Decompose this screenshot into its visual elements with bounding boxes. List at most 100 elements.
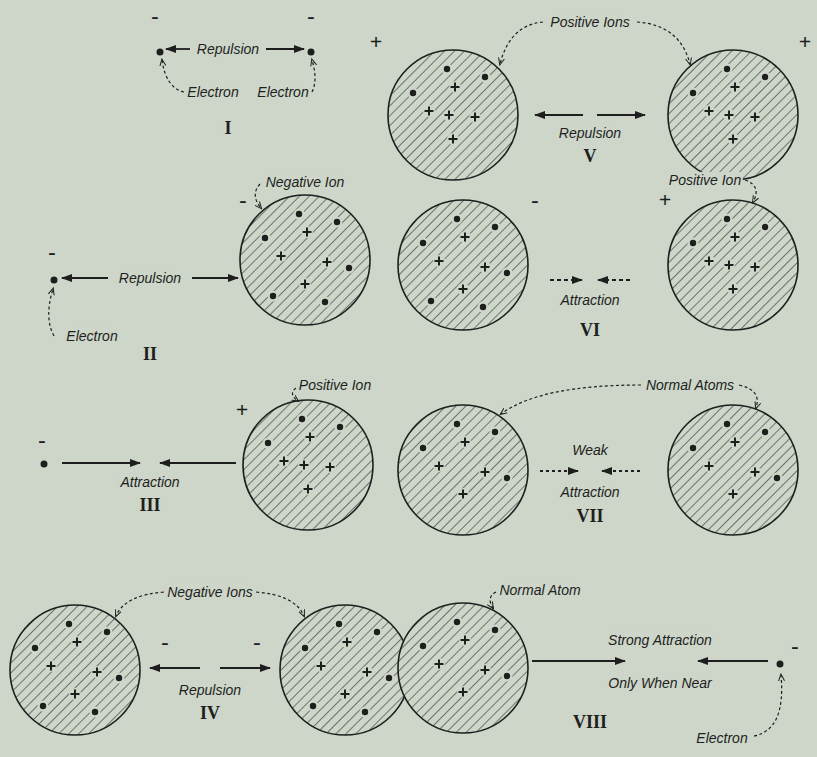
electron-mark [504, 475, 510, 481]
panel-number: III [137, 495, 162, 516]
force-label: Only When Near [606, 675, 713, 691]
mark-patch [339, 688, 351, 700]
electron-dot [41, 461, 48, 468]
charge-sign: - [237, 187, 248, 212]
atom-outline [398, 405, 528, 535]
electron-mark [92, 709, 98, 715]
leader-lines [49, 22, 782, 736]
mark-patch [102, 627, 113, 638]
proton-mark [461, 636, 470, 645]
force-label: Repulsion [195, 41, 261, 57]
electron-dot [51, 277, 58, 284]
mark-patch [71, 636, 83, 648]
proton-mark [731, 83, 740, 92]
mark-patch [760, 72, 771, 83]
proton-mark [317, 662, 326, 671]
mark-patch [299, 278, 311, 290]
mark-patch [433, 658, 445, 670]
mark-patch [64, 619, 75, 630]
electron-mark [762, 429, 768, 435]
charge-sign: - [305, 3, 316, 28]
force-arrow [62, 277, 108, 279]
mark-patch [452, 617, 463, 628]
force-arrow [160, 462, 236, 464]
mark-patch [452, 419, 463, 430]
proton-mark [705, 257, 714, 266]
electron-mark [310, 703, 316, 709]
electron-mark [504, 673, 510, 679]
electron-mark [386, 675, 392, 681]
proton-mark [363, 668, 372, 677]
charge-sign: - [159, 629, 170, 654]
proton-mark [481, 468, 490, 477]
mark-patch [443, 109, 455, 121]
electron-mark [336, 621, 342, 627]
charge-sign: + [657, 187, 674, 212]
mark-patch [418, 641, 429, 652]
mark-patch [447, 133, 459, 145]
particle-label: Normal Atom [497, 582, 582, 598]
mark-patch [749, 111, 761, 123]
electron-mark [480, 304, 486, 310]
electron-mark [270, 293, 276, 299]
mark-patch [418, 443, 429, 454]
particle-label: Positive Ion [297, 377, 373, 393]
mark-patch [433, 460, 445, 472]
proton-mark [459, 688, 468, 697]
mark-patch [315, 660, 327, 672]
atom-outline [280, 605, 410, 735]
electron-mark [66, 621, 72, 627]
proton-mark [435, 660, 444, 669]
electron-mark [724, 216, 730, 222]
proton-mark [435, 257, 444, 266]
mark-patch [268, 291, 279, 302]
mark-patch [459, 231, 471, 243]
electron-mark [362, 709, 368, 715]
force-arrow [598, 279, 630, 281]
force-label: Attraction [558, 484, 621, 500]
mark-patch [703, 460, 715, 472]
proton-mark [304, 485, 313, 494]
proton-mark [280, 457, 289, 466]
mark-patch [502, 473, 513, 484]
leader-line [255, 184, 261, 208]
proton-mark [73, 638, 82, 647]
electron-mark [454, 216, 460, 222]
mark-patch [332, 217, 343, 228]
force-arrow [266, 48, 304, 50]
proton-mark [461, 438, 470, 447]
particle-label: Negative Ion [264, 174, 347, 190]
particle-label: Electron [185, 84, 240, 100]
leader-line [256, 592, 304, 616]
leader-line [739, 385, 757, 408]
proton-mark [326, 463, 335, 472]
force-arrow [220, 667, 270, 669]
proton-mark [445, 111, 454, 120]
proton-mark [471, 113, 480, 122]
proton-mark [93, 668, 102, 677]
atom-circle [240, 195, 370, 325]
electron-mark [322, 299, 328, 305]
electron-mark [265, 440, 271, 446]
mark-patch [729, 231, 741, 243]
mark-patch [722, 419, 733, 430]
charge-sign: - [529, 187, 540, 212]
force-arrow [192, 277, 238, 279]
proton-mark [731, 438, 740, 447]
electron-mark [690, 90, 696, 96]
mark-patch [278, 455, 290, 467]
electron-mark [104, 629, 110, 635]
mark-patch [334, 619, 345, 630]
mark-patch [688, 88, 699, 99]
mark-patch [749, 261, 761, 273]
atom-outline [243, 400, 373, 530]
mark-patch [114, 673, 125, 684]
force-label: Weak [570, 442, 610, 458]
mark-patch [308, 701, 319, 712]
mark-patch [490, 222, 501, 233]
proton-mark [725, 261, 734, 270]
mark-patch [772, 473, 783, 484]
electron-mark [428, 298, 434, 304]
electron-mark [420, 240, 426, 246]
particle-label: Positive Ion [667, 172, 743, 188]
